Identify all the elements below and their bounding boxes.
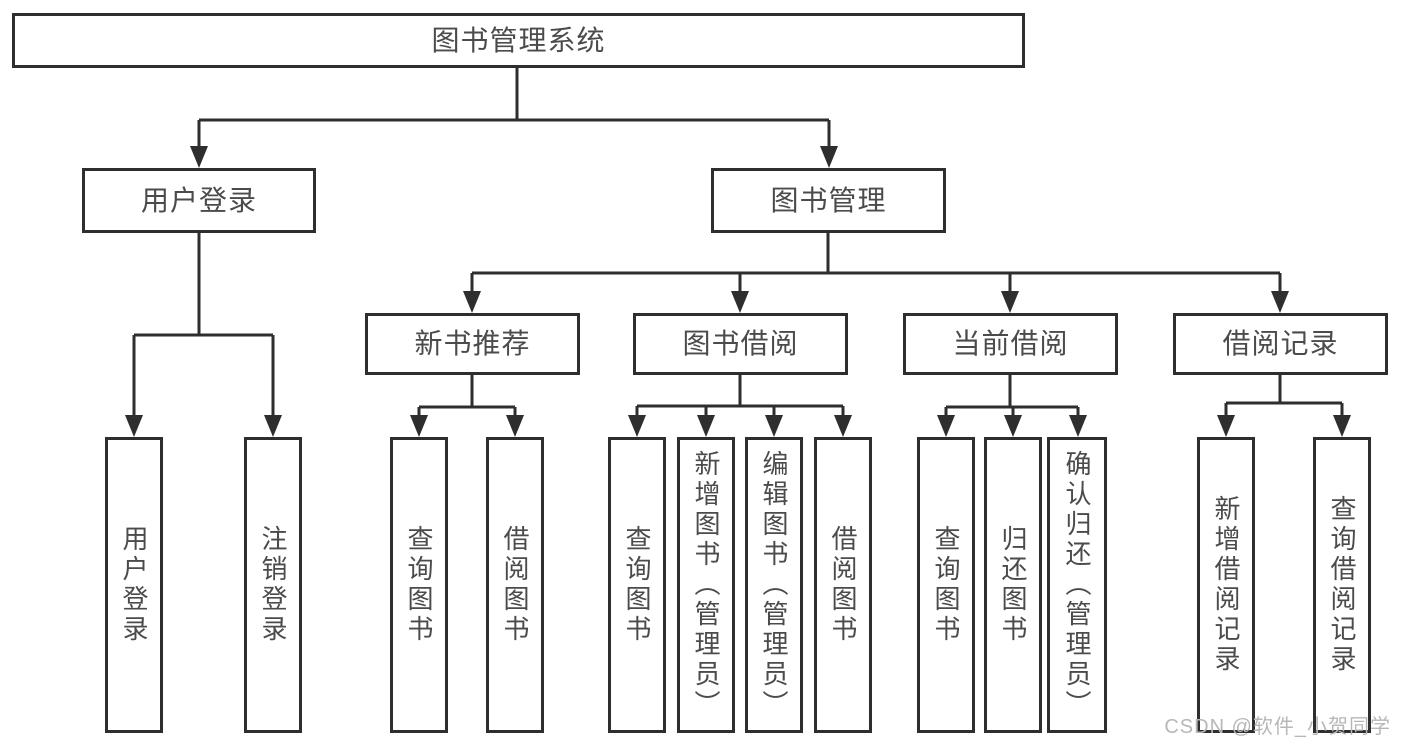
node-leaf-logout: 注销登录	[244, 437, 302, 733]
node-leaf-confirm-return-admin: 确认归还（管理员）	[1047, 437, 1107, 733]
node-leaf-query-books-current: 查询图书	[917, 437, 975, 733]
node-branch-book-management: 图书管理	[711, 168, 946, 233]
node-label: 查询图书	[931, 525, 961, 645]
node-label: 查询借阅记录	[1327, 495, 1357, 675]
node-label: 查询图书	[404, 525, 434, 645]
node-label: 编辑图书（管理员）	[759, 450, 789, 720]
node-leaf-add-borrow-record: 新增借阅记录	[1197, 437, 1255, 733]
node-book-borrowing: 图书借阅	[633, 313, 848, 375]
node-leaf-add-book-admin: 新增图书（管理员）	[677, 437, 735, 733]
node-leaf-query-borrow-record: 查询借阅记录	[1313, 437, 1371, 733]
node-leaf-user-login: 用户登录	[105, 437, 163, 733]
node-label: 图书管理	[770, 184, 887, 216]
node-leaf-query-books-borrowing: 查询图书	[608, 437, 666, 733]
node-label: 新书推荐	[414, 328, 531, 359]
node-leaf-return-book: 归还图书	[984, 437, 1042, 733]
csdn-watermark: CSDN @软件_小贺同学	[1164, 716, 1391, 738]
node-current-borrowing: 当前借阅	[903, 313, 1118, 375]
node-new-book-recommend: 新书推荐	[365, 313, 580, 375]
node-label: 当前借阅	[952, 328, 1069, 359]
node-label: 用户登录	[119, 525, 149, 645]
node-label: 图书借阅	[682, 328, 799, 359]
connector-lines	[132, 68, 1344, 419]
node-label: 借阅图书	[828, 525, 858, 645]
node-label: 归还图书	[998, 525, 1028, 645]
node-label: 借阅记录	[1222, 328, 1339, 359]
node-leaf-query-books-recommend: 查询图书	[390, 437, 448, 733]
node-leaf-borrow-books-borrowing: 借阅图书	[814, 437, 872, 733]
node-branch-user-login: 用户登录	[82, 168, 316, 233]
node-root-system: 图书管理系统	[12, 13, 1025, 68]
node-label: 用户登录	[140, 184, 257, 216]
node-label: 查询图书	[622, 525, 652, 645]
node-label: 新增借阅记录	[1211, 495, 1241, 675]
node-label: 注销登录	[258, 525, 288, 645]
node-leaf-borrow-books-recommend: 借阅图书	[486, 437, 544, 733]
node-label: 借阅图书	[500, 525, 530, 645]
node-borrowing-records: 借阅记录	[1173, 313, 1388, 375]
node-label: 图书管理系统	[431, 24, 606, 56]
node-label: 新增图书（管理员）	[691, 450, 721, 720]
node-leaf-edit-book-admin: 编辑图书（管理员）	[745, 437, 803, 733]
arrowhead-icons	[125, 146, 1351, 437]
node-label: 确认归还（管理员）	[1062, 450, 1092, 720]
